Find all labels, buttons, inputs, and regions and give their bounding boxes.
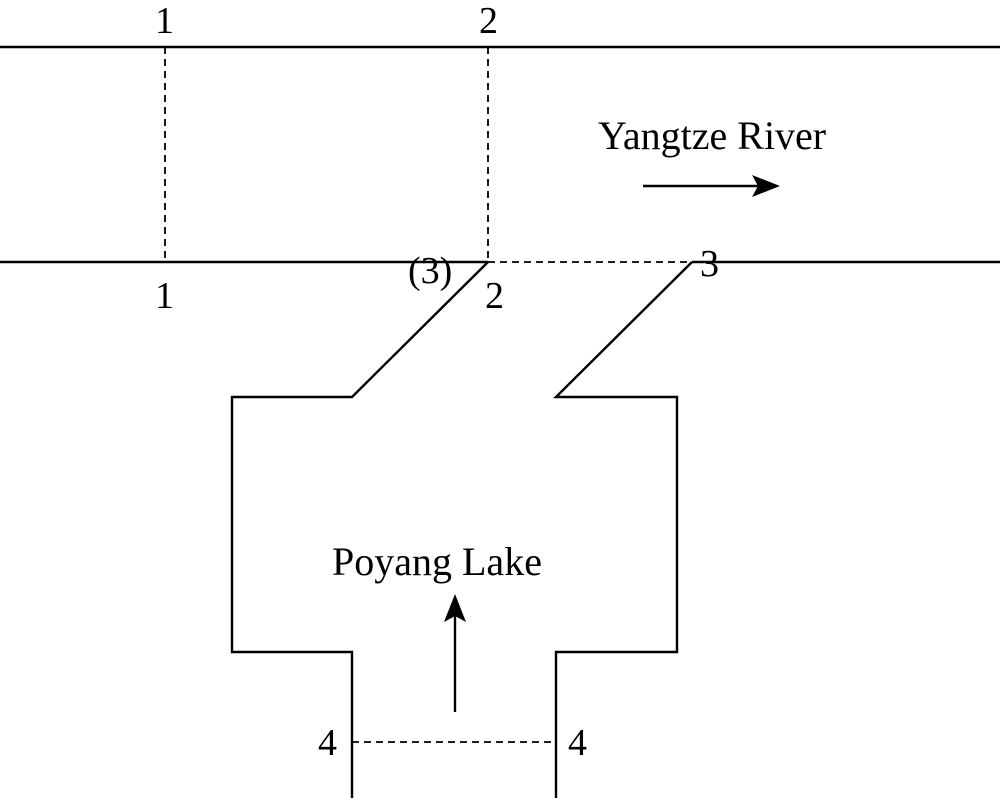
section-4-left-label: 4 xyxy=(318,722,337,764)
river-flow-arrow-icon xyxy=(643,175,780,197)
section-3-marker-label: (3) xyxy=(408,250,452,292)
section-3-right-label: 3 xyxy=(700,243,719,285)
river-label: Yangtze River xyxy=(598,113,826,158)
lake-flow-arrow-icon xyxy=(444,594,466,712)
section-1-bottom-label: 1 xyxy=(155,275,174,317)
section-2-top-label: 2 xyxy=(479,0,498,42)
section-2-bottom-label: 2 xyxy=(485,275,504,317)
lake-left-outline xyxy=(230,261,489,798)
section-4-right-label: 4 xyxy=(568,722,587,764)
section-1-top-label: 1 xyxy=(155,0,174,42)
lake-right-outline xyxy=(553,261,693,798)
lake-label: Poyang Lake xyxy=(332,539,542,584)
